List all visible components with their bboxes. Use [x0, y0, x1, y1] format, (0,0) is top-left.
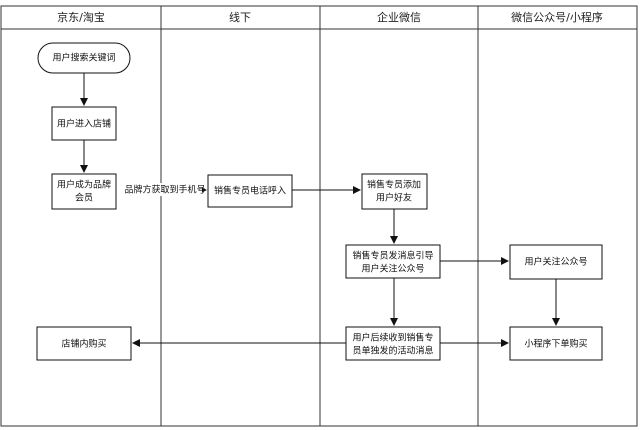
node-enter-store: 用户进入店铺 [51, 106, 117, 141]
node-follow-oa-text: 用户关注公众号 [524, 256, 587, 268]
node-enter-store-text: 用户进入店铺 [57, 118, 111, 130]
node-send-msg-line1: 销售专员发消息引导 [352, 250, 433, 262]
node-search-text: 用户搜索关键词 [52, 52, 115, 64]
node-mini-buy: 小程序下单购买 [509, 326, 603, 361]
node-add-friend-line2: 用户好友 [376, 192, 412, 204]
node-follow-oa: 用户关注公众号 [509, 244, 603, 280]
edge-label-phone: 品牌方获取到手机号 [124, 184, 205, 196]
node-sales-call-text: 销售专员电话呼入 [214, 185, 286, 197]
node-become-member-line2: 会员 [75, 192, 93, 204]
node-add-friend: 销售专员添加 用户好友 [361, 173, 428, 210]
node-receive-msg-line2: 员单独发的活动消息 [352, 345, 433, 357]
node-receive-msg: 用户后续收到销售专 员单独发的活动消息 [345, 326, 441, 361]
lane-title-wechat: 微信公众号/小程序 [511, 10, 603, 24]
node-search: 用户搜索关键词 [37, 42, 131, 74]
lane-title-offline: 线下 [229, 10, 251, 24]
node-become-member-line1: 用户成为品牌 [57, 179, 111, 191]
node-add-friend-line1: 销售专员添加 [367, 179, 421, 191]
lane-title-jd: 京东/淘宝 [57, 10, 105, 24]
node-receive-msg-line1: 用户后续收到销售专 [352, 332, 433, 344]
node-mini-buy-text: 小程序下单购买 [524, 338, 587, 350]
node-store-buy: 店铺内购买 [36, 326, 132, 361]
node-become-member: 用户成为品牌 会员 [51, 173, 117, 210]
node-sales-call: 销售专员电话呼入 [207, 174, 293, 208]
node-send-msg-line2: 用户关注公众号 [361, 263, 424, 275]
lane-title-wecom: 企业微信 [377, 10, 421, 24]
edge-label-bg [128, 183, 202, 196]
node-send-msg: 销售专员发消息引导 用户关注公众号 [345, 244, 441, 279]
node-store-buy-text: 店铺内购买 [61, 338, 106, 350]
